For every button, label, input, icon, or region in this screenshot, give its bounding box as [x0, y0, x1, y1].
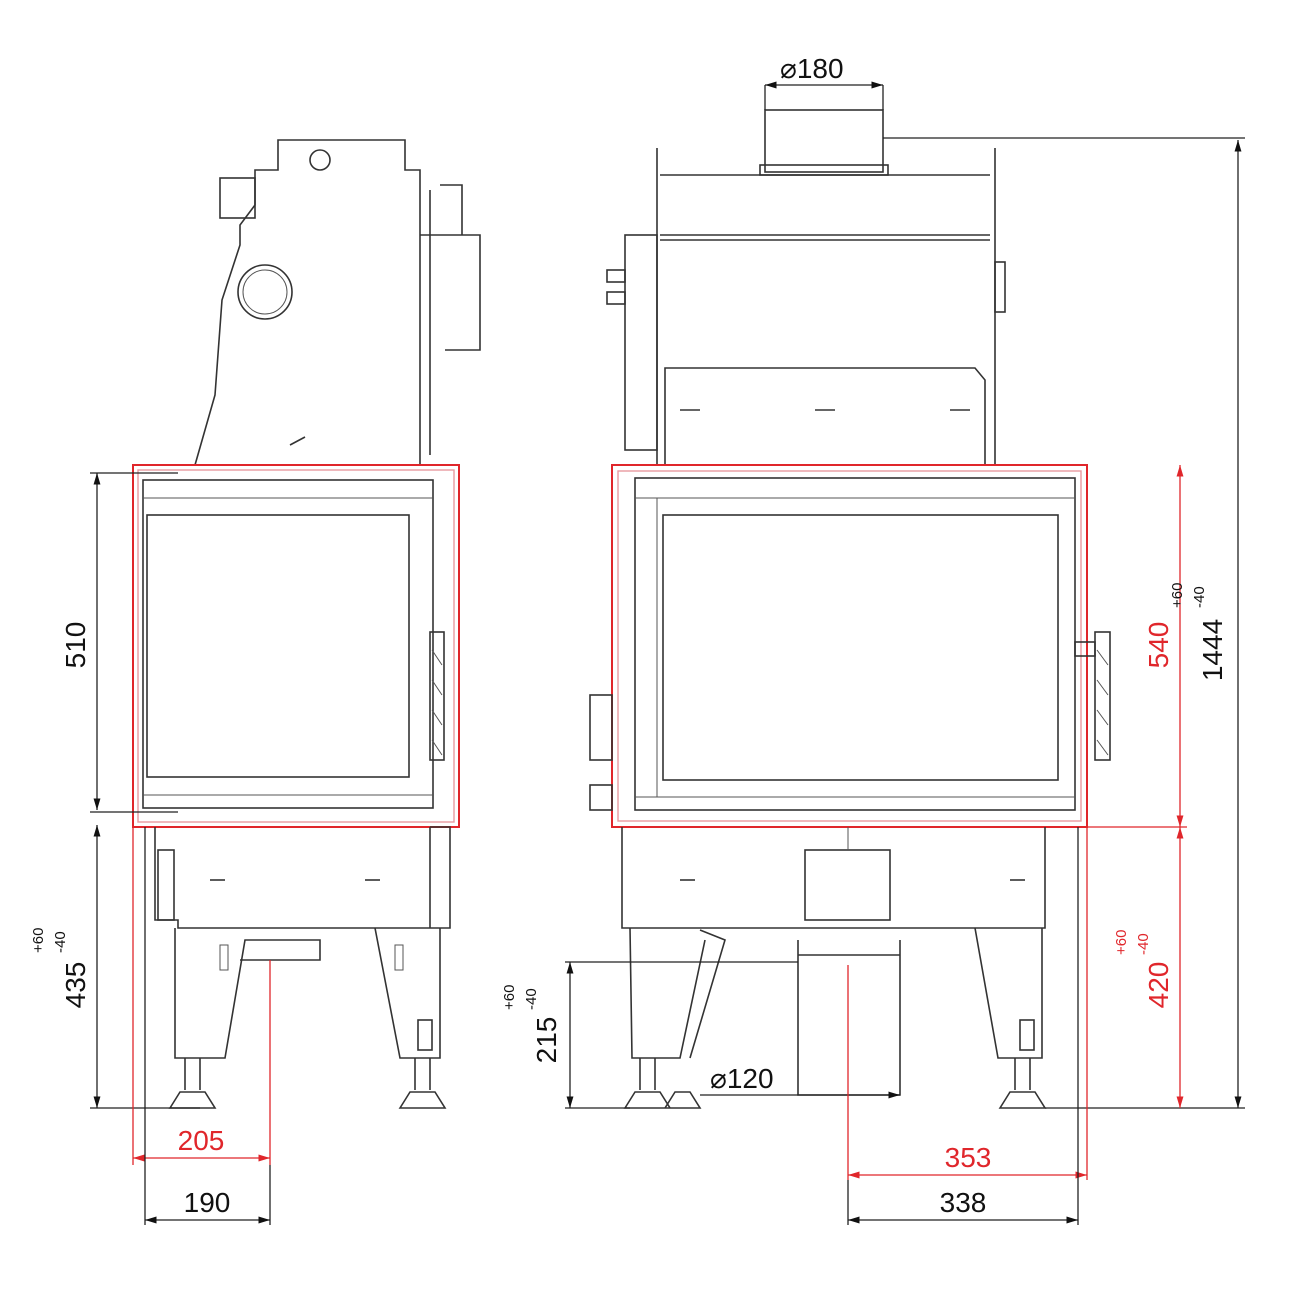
svg-text:⌀120: ⌀120 [710, 1063, 774, 1094]
svg-text:+60: +60 [501, 985, 518, 1010]
dimension-flue-top: ⌀180 [764, 53, 884, 110]
svg-text:353: 353 [945, 1142, 992, 1173]
svg-text:435: 435 [60, 962, 91, 1009]
front-view [589, 109, 1111, 1109]
dimension-side-510: 510 [60, 472, 178, 813]
svg-text:420: 420 [1143, 962, 1174, 1009]
svg-text:+60: +60 [1113, 930, 1130, 955]
side-view [132, 139, 481, 1109]
dimension-inlet-215: 215 +60 -40 [501, 961, 798, 1109]
dimension-side-205: 205 [132, 827, 271, 1165]
dimension-total-1444: 1444 +60 -40 [883, 137, 1245, 1109]
svg-text:+60: +60 [30, 928, 47, 953]
svg-text:1444: 1444 [1197, 619, 1228, 681]
svg-text:⌀180: ⌀180 [780, 53, 844, 84]
svg-text:-40: -40 [1191, 586, 1208, 608]
svg-text:-40: -40 [1135, 933, 1152, 955]
svg-text:338: 338 [940, 1187, 987, 1218]
dimension-front-420: 420 +60 -40 [1113, 827, 1184, 1108]
svg-text:215: 215 [531, 1017, 562, 1064]
dimension-front-353: 353 [847, 827, 1088, 1180]
svg-text:540: 540 [1143, 622, 1174, 669]
svg-text:-40: -40 [52, 931, 69, 953]
svg-text:-40: -40 [523, 988, 540, 1010]
dimension-front-338: 338 [847, 827, 1079, 1225]
dimension-side-190: 190 [144, 827, 271, 1225]
svg-text:190: 190 [184, 1187, 231, 1218]
svg-text:+60: +60 [1169, 583, 1186, 608]
dimension-flue-bottom: ⌀120 [700, 1063, 900, 1099]
svg-text:205: 205 [178, 1125, 225, 1156]
svg-text:510: 510 [60, 622, 91, 669]
dimension-front-540: 540 [1087, 465, 1187, 828]
